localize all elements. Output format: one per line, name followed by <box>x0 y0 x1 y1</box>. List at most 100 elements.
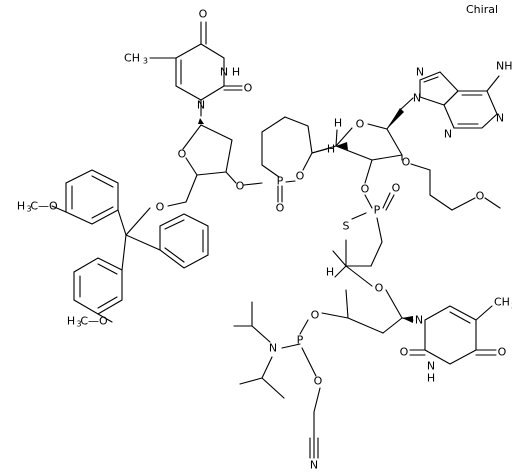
bond <box>117 209 127 236</box>
bond <box>335 145 373 161</box>
bond <box>164 247 185 263</box>
bond <box>285 180 296 183</box>
bond <box>399 97 414 111</box>
bond <box>299 319 309 335</box>
bond <box>364 159 373 184</box>
bond <box>386 128 403 156</box>
atom-O: O <box>178 148 187 161</box>
bond <box>449 311 471 324</box>
bond <box>484 197 501 209</box>
bond <box>364 194 373 209</box>
ring-bonds <box>443 90 498 129</box>
atom-O: O <box>314 375 323 388</box>
chiral-flag: Chiral <box>466 3 499 16</box>
methoxy-subscript: 3 <box>26 205 31 214</box>
bond <box>385 289 403 319</box>
bond <box>185 174 198 203</box>
bond <box>423 76 439 83</box>
bond <box>486 75 500 92</box>
wedge-bond <box>387 108 404 129</box>
bond <box>313 387 321 413</box>
atom-N: N <box>415 314 423 327</box>
atom-O: O <box>311 309 320 322</box>
bond <box>164 219 185 230</box>
bond <box>382 317 403 334</box>
bond <box>121 234 127 271</box>
atom-O: O <box>392 182 401 195</box>
bond <box>125 234 161 251</box>
bond <box>175 43 202 59</box>
bond <box>239 377 263 385</box>
atom-H: H <box>334 117 342 130</box>
atom-O: O <box>199 8 208 21</box>
methoxy-subscript: 3 <box>76 320 81 329</box>
bond <box>385 194 395 211</box>
atom-O: O <box>356 118 365 131</box>
bond <box>182 124 202 150</box>
bonds <box>51 21 501 459</box>
methoxy-CO: C—O <box>30 200 58 213</box>
bond <box>185 157 198 176</box>
bond <box>175 85 202 101</box>
atom-O: O <box>244 82 253 95</box>
atom-N: N <box>444 128 452 141</box>
bond <box>284 116 309 127</box>
bond <box>410 163 431 171</box>
ring-bonds <box>424 305 477 365</box>
atom-O: O <box>400 346 409 359</box>
bond <box>382 192 391 209</box>
atom-O: O <box>498 346 507 359</box>
atom-NH2: NH <box>496 60 512 73</box>
bond <box>125 207 151 236</box>
ring-bonds <box>65 169 119 225</box>
bond <box>91 175 114 188</box>
bond <box>371 154 403 161</box>
bond <box>251 325 271 343</box>
bond <box>97 313 113 323</box>
atom-H: H <box>232 66 240 79</box>
bond <box>261 164 280 178</box>
ring-bonds <box>159 213 209 269</box>
ring-bonds <box>419 71 459 106</box>
bond <box>301 347 317 377</box>
atom-P: P <box>297 334 304 347</box>
bond <box>345 289 349 319</box>
atom-N: N <box>220 66 228 79</box>
bond <box>200 85 225 101</box>
ring-bonds <box>73 257 123 315</box>
atom-N: N <box>269 342 277 355</box>
bond <box>97 263 118 275</box>
atom-O: O <box>236 180 245 193</box>
bond <box>370 241 383 267</box>
atom-N: N <box>416 66 424 79</box>
bond <box>345 265 373 287</box>
bond <box>200 124 233 141</box>
atom-N: N <box>197 99 205 112</box>
bond <box>335 127 353 147</box>
atom-S: S <box>343 220 350 233</box>
bond <box>334 265 347 278</box>
atom-H: H <box>327 143 335 156</box>
bond <box>475 305 493 321</box>
bond <box>261 356 273 379</box>
bond <box>51 205 67 213</box>
atom-O: O <box>402 156 411 169</box>
bond <box>97 296 118 309</box>
methoxy-CO: C—O <box>80 315 108 328</box>
atom-O: O <box>276 202 285 215</box>
atom-O: O <box>375 282 384 295</box>
stereo-wedges <box>198 108 413 323</box>
bond <box>200 43 225 59</box>
atom-H: H <box>427 372 435 385</box>
bond <box>281 343 301 349</box>
bond <box>307 125 313 154</box>
bond <box>261 377 285 399</box>
bond <box>261 116 286 133</box>
atom-O: O <box>476 190 485 203</box>
atom-CH3: CH <box>494 296 510 309</box>
atom-N: N <box>310 459 318 472</box>
bond <box>321 312 349 319</box>
bond <box>451 197 476 211</box>
